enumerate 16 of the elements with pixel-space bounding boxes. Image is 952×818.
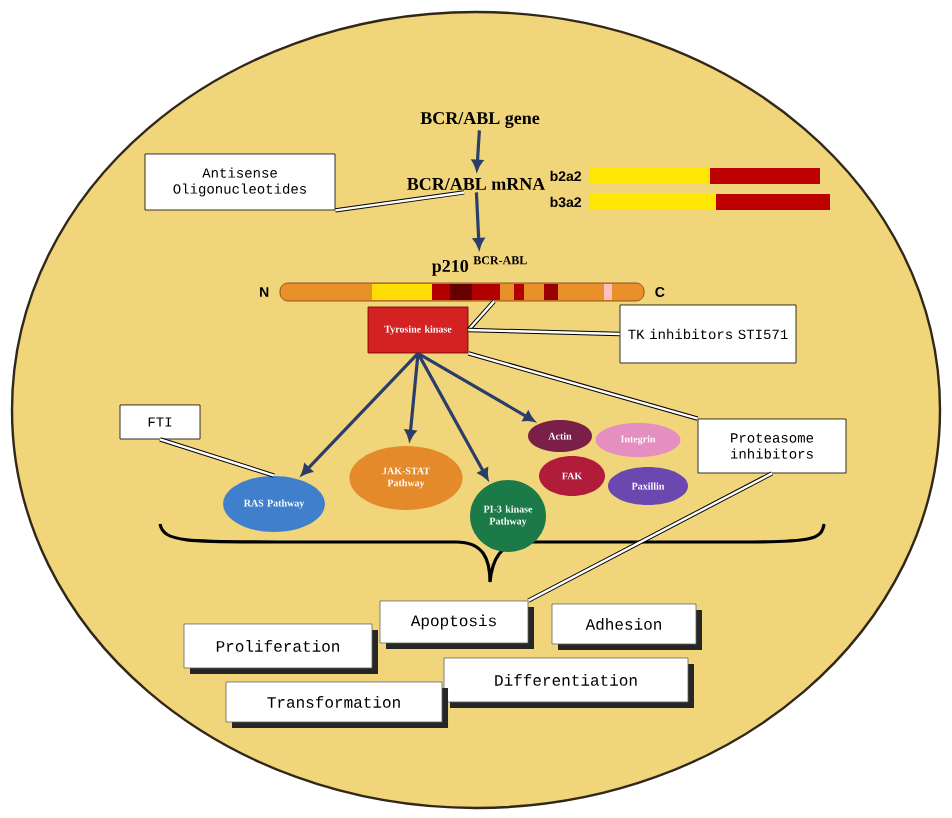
gene-label: BCR/ABL gene [420,112,540,128]
arrow [416,352,489,480]
arrow [473,192,485,249]
gene-label: p210 $^{BCR-ABL}$ [431,256,527,276]
arrow [471,130,483,171]
gene-label: BCR/ABL mRNA [407,177,546,191]
outcome-box: Proliferation [183,623,378,674]
outcome-box: Adhesion [551,603,702,650]
outcome-box: Apoptosis [379,600,534,649]
arrow [405,353,420,441]
arrow [301,352,420,476]
callout-pointer [466,299,496,332]
outcome-box: Transformation [225,681,448,728]
protein-bar-drawing [279,282,645,302]
outcome-box: Differentiation [443,657,694,708]
arrow [417,352,535,422]
